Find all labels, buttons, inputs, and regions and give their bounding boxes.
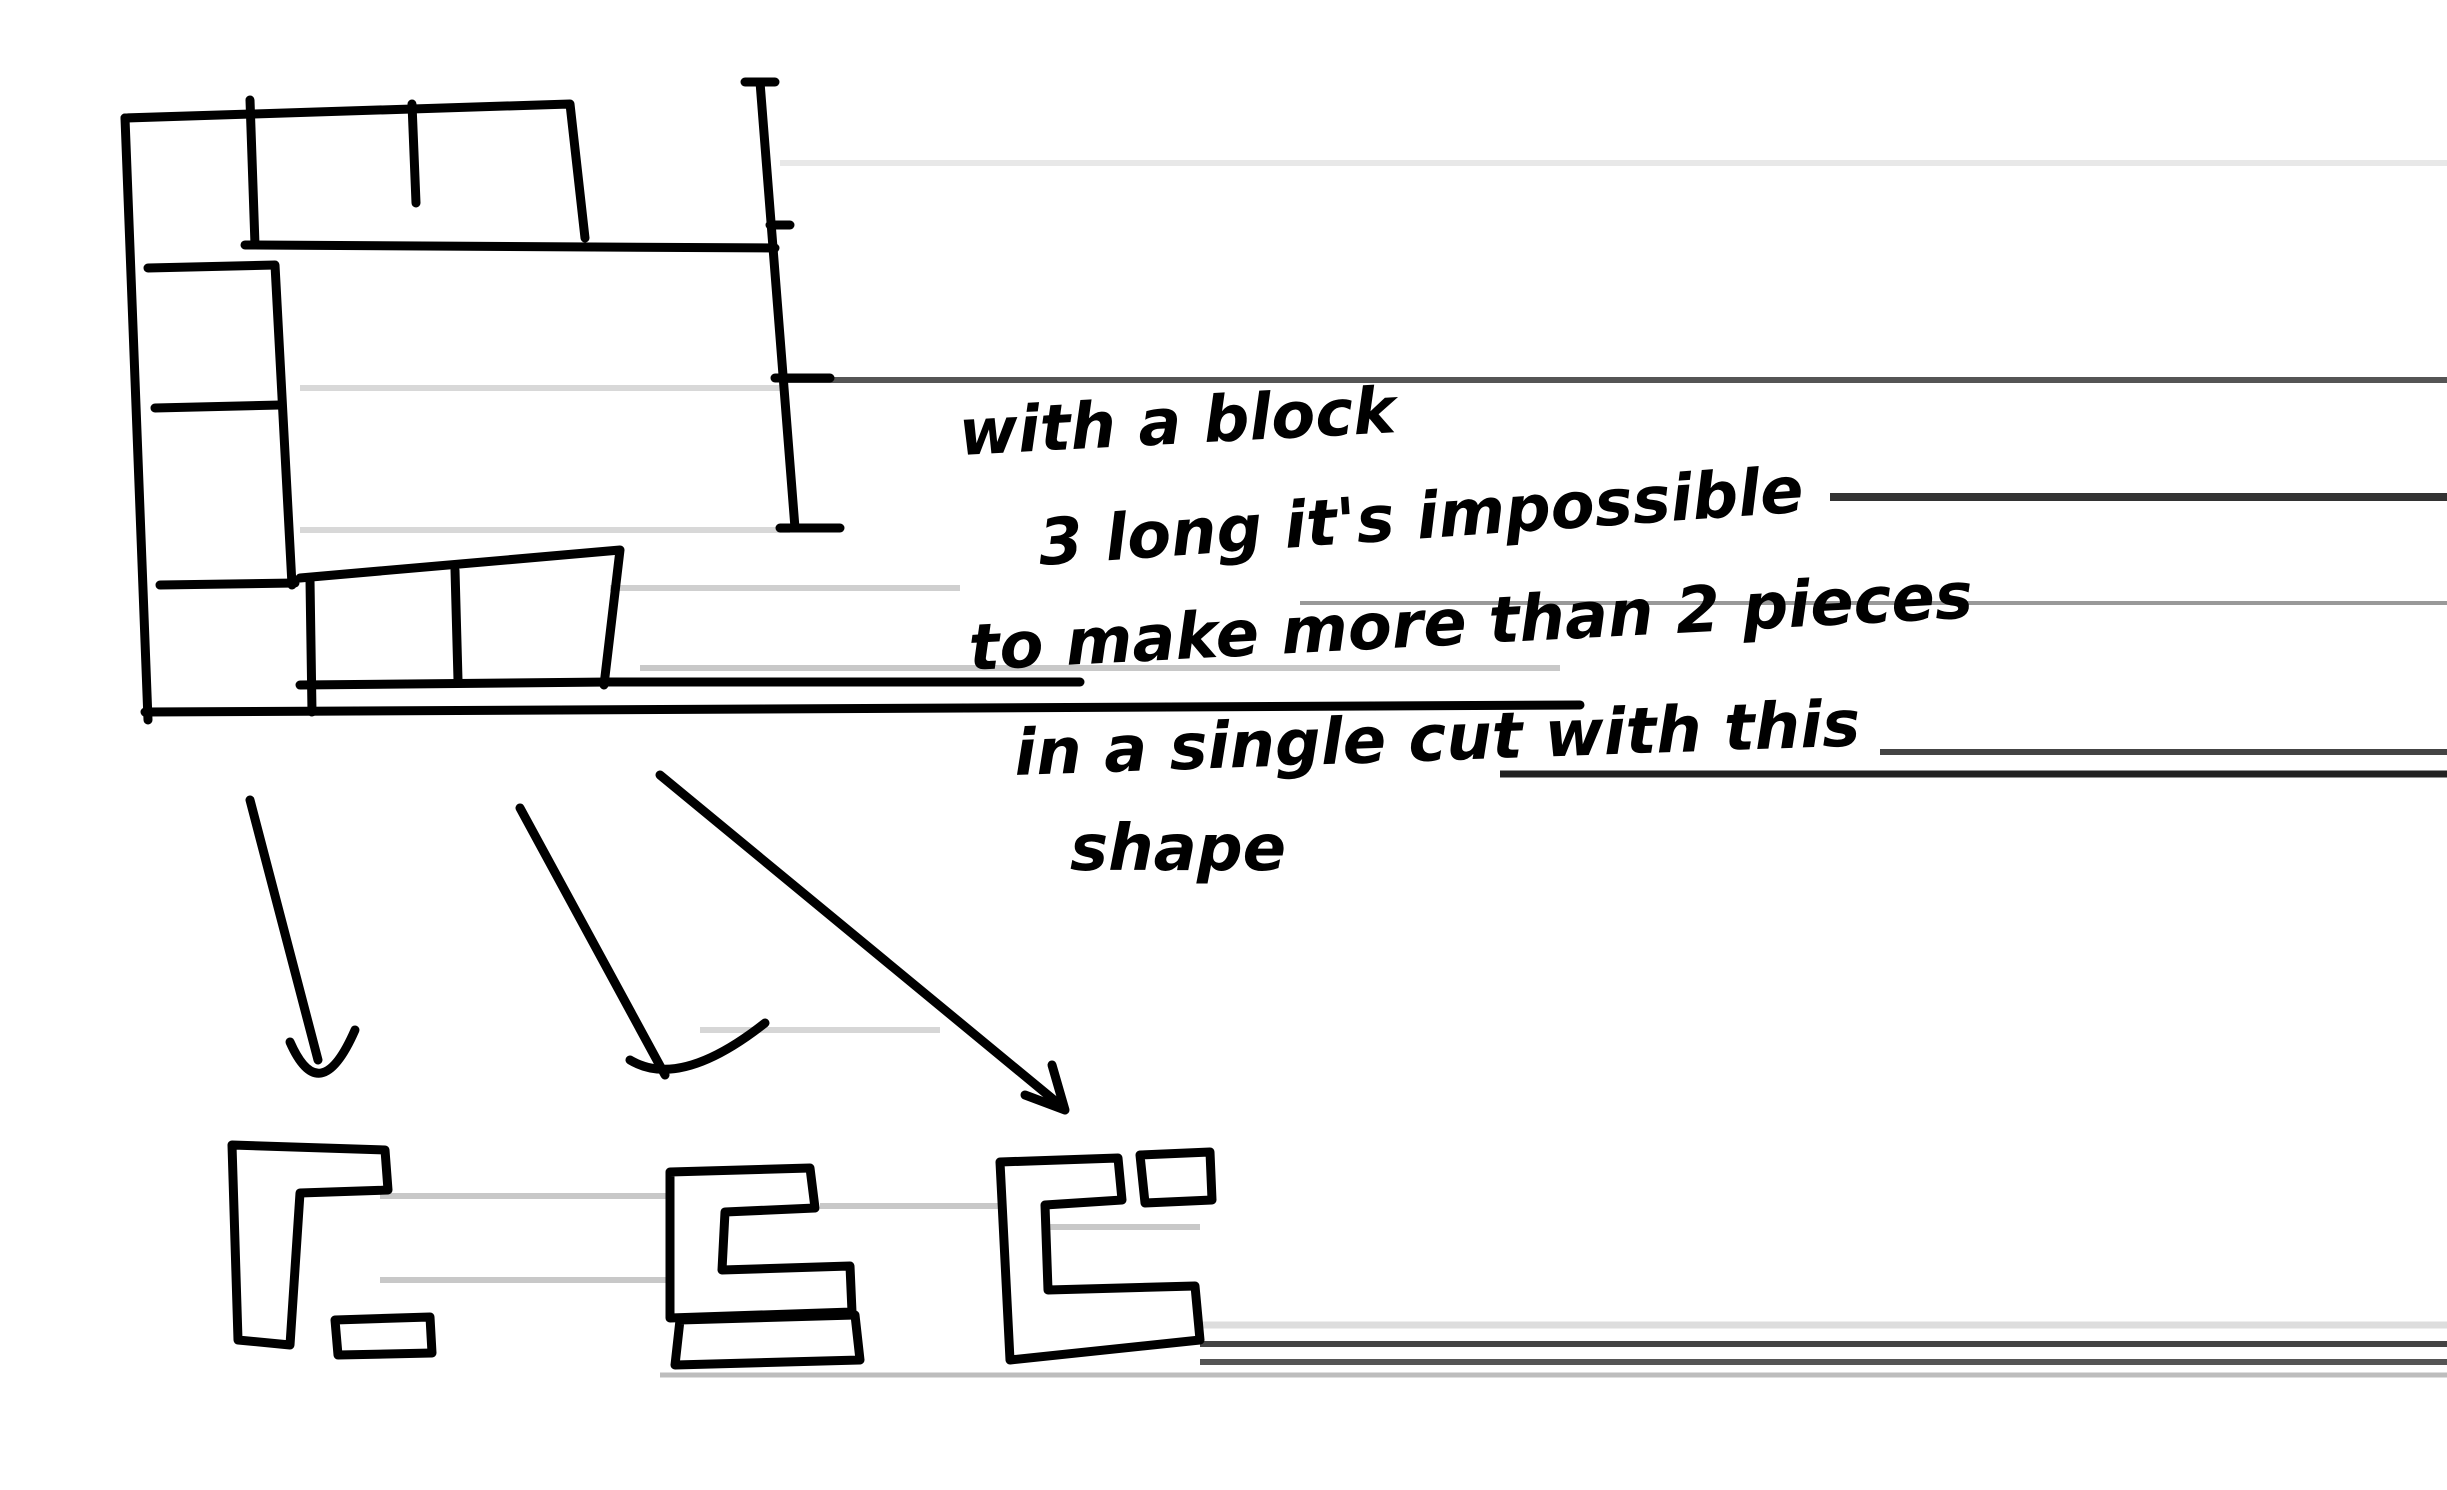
handwritten-note: with a block 3 long it's impossible to m… bbox=[957, 374, 1975, 886]
result-arrows bbox=[250, 775, 1065, 1110]
arrow-2 bbox=[520, 808, 665, 1075]
arrow-1 bbox=[250, 800, 318, 1060]
note-line-2: 3 long it's impossible bbox=[1036, 454, 1806, 581]
piece-1 bbox=[232, 1145, 432, 1355]
arrow-1-head bbox=[290, 1030, 355, 1073]
piece-2 bbox=[670, 1168, 860, 1365]
piece-3 bbox=[1000, 1152, 1212, 1360]
note-line-1: with a block bbox=[957, 374, 1401, 471]
dimension-bracket bbox=[745, 82, 840, 528]
note-line-5: shape bbox=[1070, 812, 1286, 886]
